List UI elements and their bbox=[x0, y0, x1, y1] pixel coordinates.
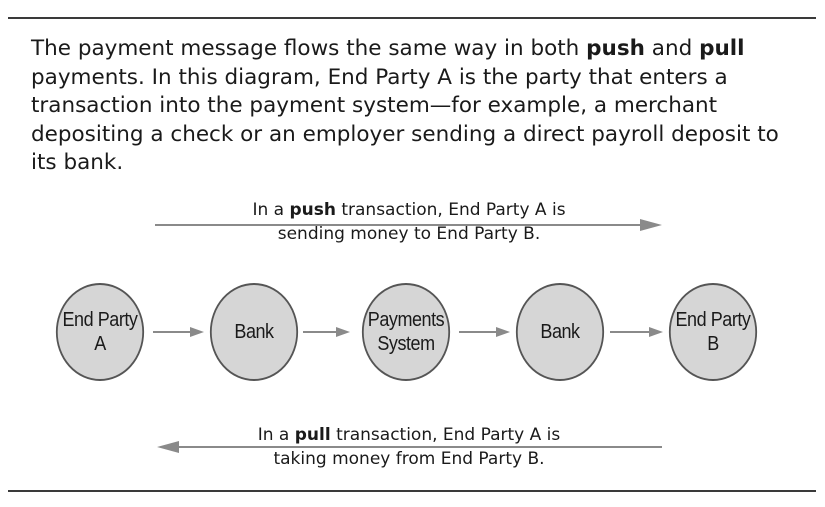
node-bank-a-label: Bank bbox=[234, 321, 274, 343]
flow-arrow-1 bbox=[153, 327, 204, 337]
flow-arrow-2 bbox=[303, 327, 350, 337]
intro-text-2: and bbox=[644, 36, 700, 61]
push-keyword: push bbox=[289, 200, 336, 220]
intro-text-1: The payment message flows the same way i… bbox=[31, 36, 587, 61]
pull-caption-pre: In a bbox=[257, 425, 295, 445]
node-payments-system: Payments System bbox=[361, 283, 451, 381]
node-bank-b-label: Bank bbox=[540, 321, 580, 343]
top-rule bbox=[8, 17, 816, 19]
push-caption-line-2: sending money to End Party B. bbox=[277, 224, 541, 244]
intro-push-keyword: push bbox=[586, 36, 645, 61]
bottom-rule bbox=[8, 490, 816, 492]
pull-caption-line-1: In a pull transaction, End Party A is bbox=[155, 423, 663, 447]
node-end-party-a: End Party A bbox=[55, 283, 145, 381]
push-caption-line-1: In a push transaction, End Party A is bbox=[155, 198, 663, 222]
pull-caption: In a pull transaction, End Party A is ta… bbox=[155, 423, 663, 471]
node-end-party-b-label: End Party B bbox=[675, 309, 751, 355]
pull-keyword: pull bbox=[294, 425, 331, 445]
intro-pull-keyword: pull bbox=[699, 36, 745, 61]
push-caption-pre: In a bbox=[252, 200, 290, 220]
pull-caption-rest: transaction, End Party A is bbox=[330, 425, 561, 445]
node-end-party-a-label: End Party A bbox=[62, 309, 138, 355]
node-bank-b: Bank bbox=[515, 283, 605, 381]
node-bank-a: Bank bbox=[209, 283, 299, 381]
push-caption: In a push transaction, End Party A is se… bbox=[155, 198, 663, 246]
flow-arrow-3 bbox=[459, 327, 510, 337]
pull-caption-line-2: taking money from End Party B. bbox=[273, 449, 545, 469]
push-caption-rest: transaction, End Party A is bbox=[335, 200, 566, 220]
intro-text-3: payments. In this diagram, End Party A i… bbox=[31, 64, 779, 176]
flow-arrow-4 bbox=[610, 327, 663, 337]
pull-arrow bbox=[157, 441, 662, 453]
intro-paragraph: The payment message flows the same way i… bbox=[31, 35, 791, 178]
push-arrow bbox=[155, 219, 662, 231]
node-payments-system-label: Payments System bbox=[367, 309, 445, 355]
node-end-party-b: End Party B bbox=[668, 283, 758, 381]
